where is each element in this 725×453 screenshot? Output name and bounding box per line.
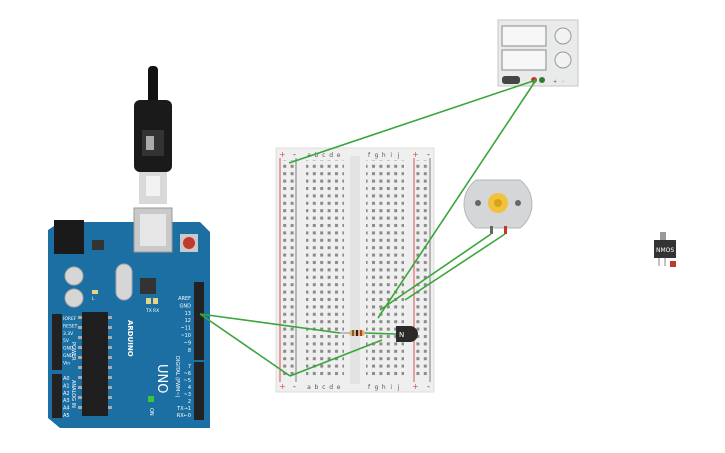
dc-motor[interactable] — [463, 179, 533, 234]
nmos-part[interactable]: NMOS — [654, 232, 676, 267]
transistor-symbol: N — [399, 331, 404, 339]
breadboard-col-label: h — [382, 152, 386, 159]
breadboard-col-label: f — [368, 384, 371, 391]
digital-pin-label: 8 — [188, 348, 191, 354]
digital-pin-label: 12 — [185, 318, 191, 324]
analog-pin-label: A2 — [63, 391, 70, 397]
rail-minus-bottom-right: - — [427, 382, 430, 391]
arduino-model-label: UNO — [154, 364, 169, 393]
psu-terminal-label-positive: + — [553, 79, 557, 85]
digital-pin-label: ~6 — [184, 371, 191, 377]
breadboard-col-label: d — [329, 152, 333, 159]
breadboard-col-label: f — [368, 152, 371, 159]
breadboard-col-label: b — [314, 384, 318, 391]
analog-pin-label: A4 — [63, 406, 70, 412]
digital-pin-label: 4 — [188, 385, 191, 391]
nmos-label: NMOS — [656, 247, 674, 254]
rail-plus-top-right: + — [412, 150, 419, 159]
current-knob[interactable] — [554, 51, 572, 69]
rail-minus-top-right: - — [427, 150, 430, 159]
digital-header-bottom[interactable] — [194, 362, 204, 420]
breadboard-col-label: e — [337, 384, 341, 391]
power-pin-label: 3.3V — [63, 331, 74, 337]
led-label: TX — [145, 308, 152, 314]
led-label: RX — [153, 308, 159, 314]
digital-pin-label: AREF — [178, 296, 191, 302]
digital-pin-label: RX←0 — [177, 413, 191, 419]
breadboard-col-label: h — [382, 384, 386, 391]
digital-pin-label: ~10 — [180, 333, 191, 339]
power-header-label: POWER — [70, 342, 76, 361]
digital-pin-label: 7 — [188, 364, 191, 370]
wire-psu-to-rail[interactable] — [288, 79, 537, 164]
psu-terminal-negative[interactable] — [539, 77, 545, 83]
voltage-display — [501, 25, 547, 47]
digital-pin-label: 13 — [185, 311, 191, 317]
wire-motor-b[interactable] — [404, 233, 506, 301]
analog-pin-label: A0 — [63, 376, 70, 382]
breadboard-col-label: i — [390, 152, 392, 159]
power-pin-label: GND — [63, 353, 74, 359]
wires[interactable] — [199, 79, 537, 377]
rail-minus-bottom-left: - — [293, 382, 296, 391]
breadboard-terminal-right[interactable] — [366, 160, 404, 378]
breadboard-transistor[interactable]: N — [396, 326, 418, 342]
wire-psu-to-board[interactable] — [377, 79, 537, 319]
breadboard-col-label: j — [397, 152, 400, 159]
wire-rail-to-transistor[interactable] — [289, 339, 383, 377]
analog-pin-label: A1 — [63, 383, 70, 389]
power-pin-label: GND — [63, 346, 74, 352]
digital-pin-label: 2 — [188, 399, 191, 405]
breadboard-rail-right[interactable] — [416, 160, 429, 378]
breadboard-col-label: b — [314, 152, 318, 159]
digital-pin-label: TX→1 — [176, 406, 191, 412]
arduino-uno-board[interactable]: ARDUINO UNO DIGITAL (PWM~) POWER ANALOG … — [48, 207, 210, 428]
wire-gnd-to-rail[interactable] — [199, 313, 291, 377]
power-pin-label: RESET — [63, 323, 78, 329]
analog-pin-label: A3 — [63, 398, 70, 404]
digital-header-label: DIGITAL (PWM~) — [174, 356, 180, 398]
analog-header-label: ANALOG IN — [70, 380, 76, 408]
usb-cable[interactable] — [134, 66, 172, 204]
led-label: L — [92, 296, 95, 302]
dc-power-supply[interactable]: + - — [497, 19, 579, 87]
voltage-knob[interactable] — [554, 27, 572, 45]
on-led-label: ON — [148, 408, 154, 416]
breadboard-col-label: e — [337, 152, 341, 159]
breadboard-col-label: c — [322, 152, 325, 159]
power-header[interactable] — [52, 314, 62, 370]
psu-terminal-label-negative: - — [562, 79, 564, 85]
wire-resistor-to-gate[interactable] — [364, 332, 397, 335]
breadboard-col-label: a — [307, 384, 311, 391]
breadboard-col-label: d — [329, 384, 333, 391]
power-pin-label: IOREF — [63, 316, 77, 322]
analog-pin-label: A5 — [63, 413, 70, 419]
arduino-brand-label: ARDUINO — [126, 320, 134, 357]
rail-plus-bottom-left: + — [279, 382, 286, 391]
digital-pin-label: ~5 — [184, 378, 191, 384]
digital-pin-label: ~3 — [184, 392, 191, 398]
wire-motor-a[interactable] — [379, 233, 492, 311]
rail-minus-top-left: - — [293, 150, 296, 159]
breadboard-rail-left[interactable] — [282, 160, 295, 378]
power-switch[interactable] — [502, 76, 520, 84]
digital-pin-label: ~11 — [180, 326, 191, 332]
breadboard-col-label: g — [374, 384, 378, 391]
power-pin-label: 5V — [63, 338, 70, 344]
digital-pin-label: GND — [180, 303, 192, 309]
digital-header-top[interactable] — [194, 282, 204, 360]
power-pin-label: Vin — [63, 360, 70, 366]
rail-plus-bottom-right: + — [412, 382, 419, 391]
digital-pin-label: ~9 — [184, 340, 191, 346]
analog-header[interactable] — [52, 374, 62, 418]
breadboard-col-label: g — [374, 152, 378, 159]
breadboard-col-label: j — [397, 384, 400, 391]
wire-pin13-to-resistor[interactable] — [199, 313, 341, 334]
rail-plus-top-left: + — [279, 150, 286, 159]
breadboard-col-label: i — [390, 384, 392, 391]
current-display — [501, 49, 547, 71]
breadboard-col-label: c — [322, 384, 325, 391]
breadboard-terminal-left[interactable] — [306, 160, 344, 378]
